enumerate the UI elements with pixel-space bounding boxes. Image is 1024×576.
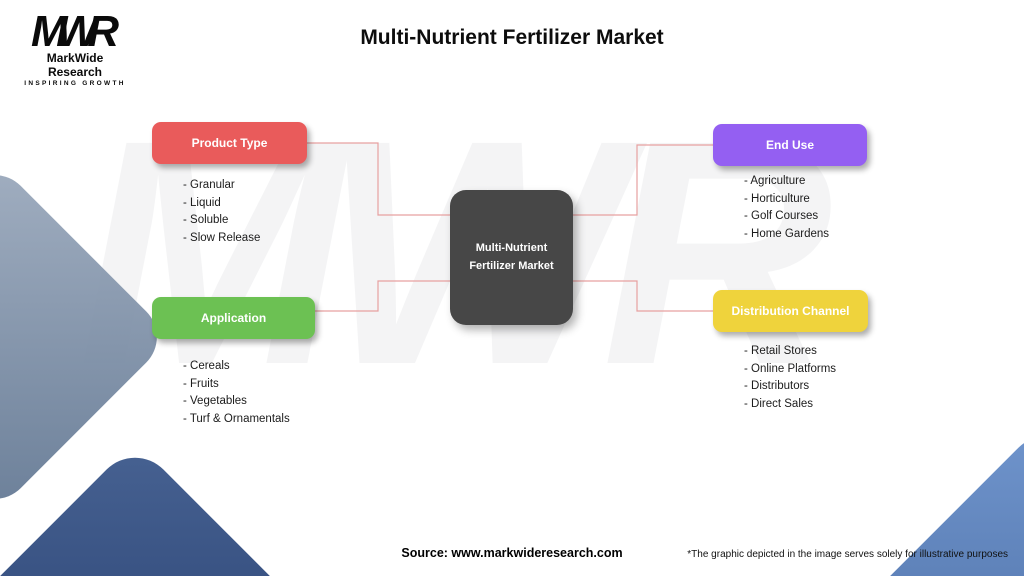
- logo-tagline: INSPIRING GROWTH: [24, 80, 126, 87]
- segment-header-application: Application: [152, 297, 315, 339]
- segment-item: - Online Platforms: [744, 362, 837, 375]
- segment-item: - Direct Sales: [744, 397, 814, 410]
- segment-item: - Slow Release: [183, 231, 261, 244]
- segment-items-product-type: - Granular - Liquid - Soluble - Slow Releas…: [152, 177, 307, 247]
- segment-items-end-use: - Agriculture - Horticulture - Golf Course…: [713, 173, 867, 243]
- segment-item: - Cereals: [183, 360, 230, 372]
- segment-items-application: - Cereals - Fruits - Vegetables - Turf & Or…: [152, 358, 315, 428]
- segment-item: - Liquid: [183, 196, 221, 209]
- segment-distribution-channel: Distribution Channel - Retail Stores - On…: [713, 290, 868, 413]
- source-text: Source: www.markwideresearch.com: [401, 546, 623, 560]
- page-title: Multi-Nutrient Fertilizer Market: [360, 26, 664, 49]
- segment-item: - Vegetables: [183, 395, 247, 407]
- segment-item: - Retail Stores: [744, 345, 817, 357]
- center-node: Multi-Nutrient Fertilizer Market: [450, 190, 573, 325]
- segment-item: - Granular: [183, 179, 235, 191]
- segment-item: - Home Gardens: [744, 227, 830, 240]
- logo-mwr-icon: MWR: [31, 7, 119, 56]
- segment-items-distribution-channel: - Retail Stores - Online Platforms - Distr…: [713, 343, 868, 413]
- segment-item: - Golf Courses: [744, 210, 819, 222]
- segment-end-use: End Use - Agriculture - Horticulture - Gol…: [713, 124, 867, 243]
- segment-item: - Agriculture: [744, 175, 806, 187]
- segment-item: - Horticulture: [744, 192, 810, 205]
- segment-header-product-type: Product Type: [152, 122, 307, 164]
- logo-company-name: MarkWide Research: [46, 51, 104, 79]
- logo-markwide-research: MWR MarkWide Research INSPIRING GROWTH: [20, 7, 130, 88]
- segment-item: - Soluble: [183, 214, 229, 226]
- segment-item: - Fruits: [183, 377, 219, 390]
- disclaimer-text: *The graphic depicted in the image serve…: [687, 549, 1008, 560]
- segment-header-end-use: End Use: [713, 124, 867, 166]
- segment-header-distribution-channel: Distribution Channel: [713, 290, 868, 332]
- segment-product-type: Product Type - Granular - Liquid - Soluble…: [152, 122, 307, 247]
- segment-application: Application - Cereals - Fruits - Vegetable…: [152, 297, 315, 428]
- center-node-label: Multi-Nutrient Fertilizer Market: [469, 242, 554, 272]
- segment-item: - Turf & Ornamentals: [183, 412, 290, 425]
- segment-item: - Distributors: [744, 380, 810, 392]
